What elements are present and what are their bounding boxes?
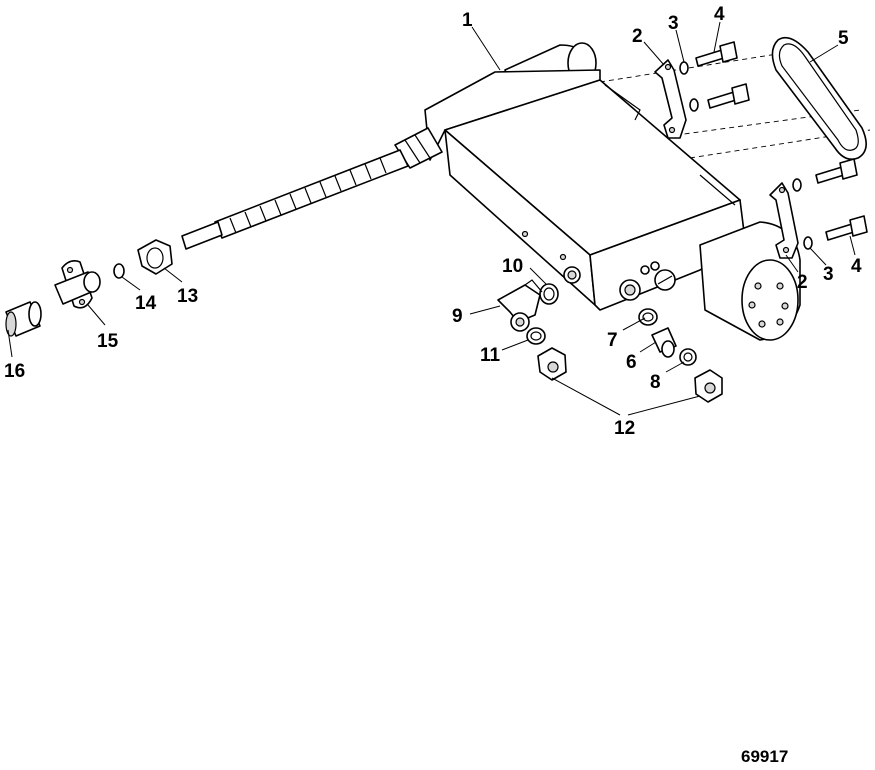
callout-6: 6	[626, 352, 637, 373]
callout-labels: 1 2 3 4 5 2 3 4 10 9 7 6 11 8 12 13 14 1…	[4, 4, 862, 439]
callout-4-lower: 4	[851, 256, 862, 277]
callout-2-lower: 2	[797, 272, 808, 293]
mounting-bracket-upper	[654, 59, 687, 139]
callout-15: 15	[97, 331, 119, 352]
callout-3-lower: 3	[823, 264, 834, 285]
callout-9: 9	[452, 306, 463, 327]
straight-fitting	[651, 327, 677, 358]
seal-gasket	[771, 36, 867, 161]
callout-13: 13	[177, 286, 198, 307]
callout-10: 10	[502, 256, 523, 277]
callout-11: 11	[480, 345, 501, 366]
end-cap	[5, 301, 42, 337]
callout-16: 16	[4, 361, 25, 382]
bolts	[695, 41, 868, 241]
mounting-bracket-lower	[769, 182, 799, 259]
washers	[679, 61, 813, 250]
actuator-body	[394, 42, 801, 341]
small-washer	[113, 263, 125, 279]
callout-4-upper: 4	[714, 4, 725, 25]
elbow-fitting	[497, 279, 543, 332]
figure-number: 69917	[741, 747, 788, 766]
callout-14: 14	[135, 293, 157, 314]
hex-nuts	[537, 347, 723, 403]
callout-7: 7	[607, 330, 618, 351]
callout-5: 5	[838, 28, 849, 49]
o-rings	[526, 283, 697, 366]
callout-8: 8	[650, 372, 661, 393]
callout-2-upper: 2	[632, 26, 643, 47]
cable-flange	[54, 260, 101, 309]
threaded-rod	[181, 149, 409, 250]
callout-12: 12	[614, 418, 635, 439]
callout-1: 1	[462, 10, 473, 31]
leader-lines	[7, 21, 856, 416]
callout-3-upper: 3	[668, 13, 679, 34]
cable-nut	[137, 239, 173, 275]
